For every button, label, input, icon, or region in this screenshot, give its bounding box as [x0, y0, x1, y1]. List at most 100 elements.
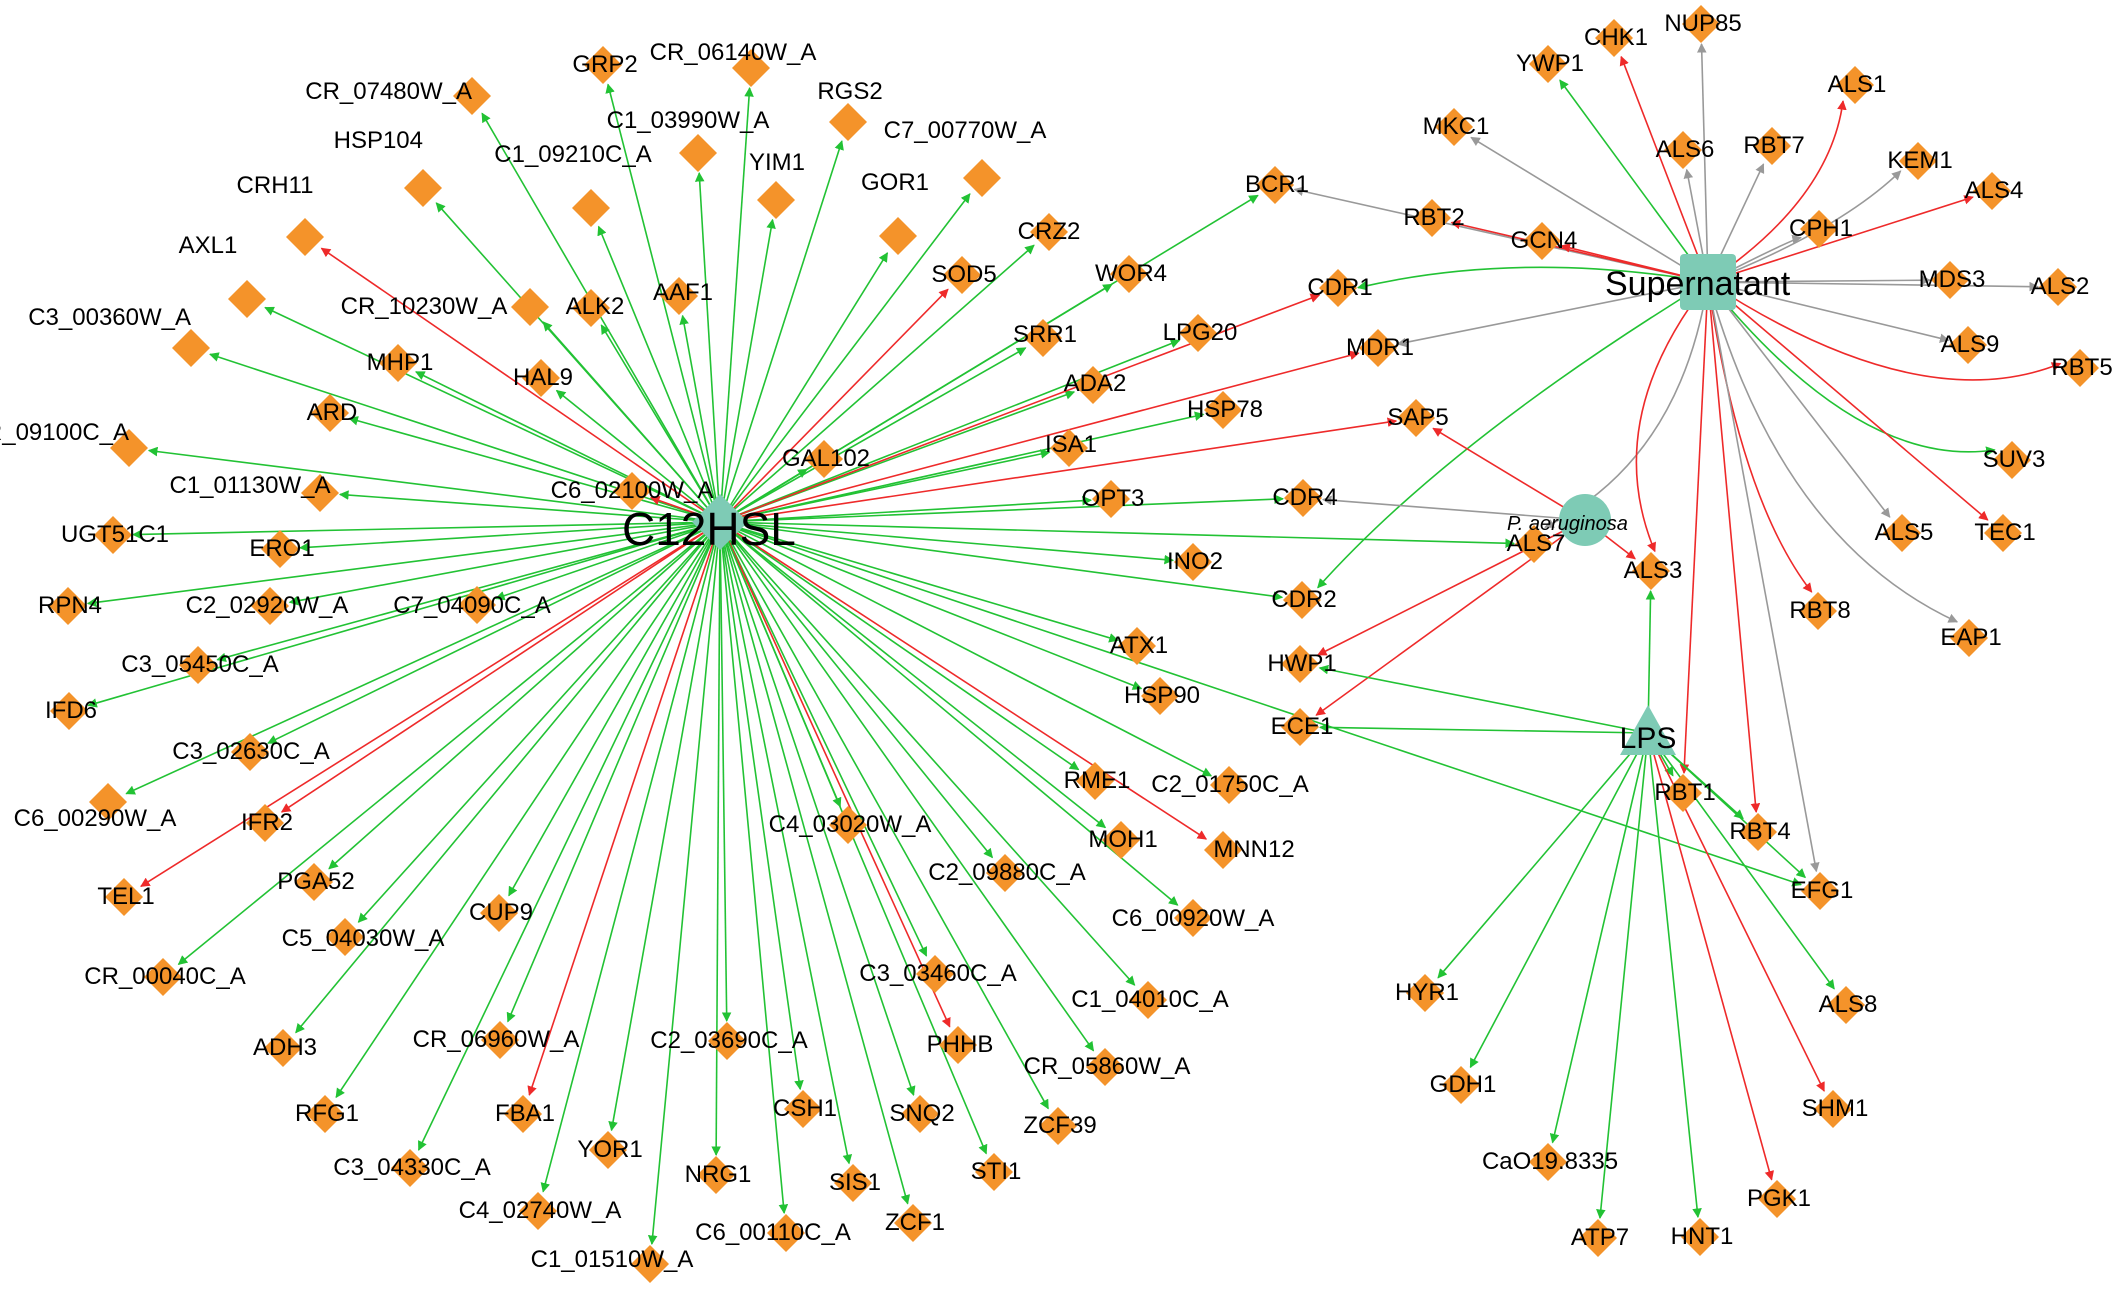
gene-node[interactable]: CDR4 [1272, 479, 1338, 517]
gene-node[interactable]: SAP5 [1387, 399, 1449, 437]
gene-node[interactable]: EAP1 [1940, 619, 2002, 657]
gene-node[interactable]: ATP7 [1571, 1219, 1629, 1257]
gene-node[interactable]: C3_00360W_A [28, 304, 210, 367]
gene-node[interactable]: YWP1 [1516, 45, 1584, 83]
gene-node[interactable]: RBT5 [2051, 349, 2113, 387]
gene-node[interactable]: EFG1 [1791, 872, 1854, 910]
gene-node[interactable]: C6_00110C_A [695, 1214, 851, 1252]
gene-node[interactable]: HYR1 [1395, 974, 1459, 1012]
gene-node[interactable]: FBA1 [495, 1095, 555, 1133]
gene-node[interactable]: C7_00770W_A [884, 117, 1047, 197]
gene-node[interactable]: GAL102 [782, 440, 870, 478]
gene-node[interactable]: ALS1 [1828, 66, 1887, 104]
gene-node[interactable]: GCN4 [1511, 222, 1578, 260]
gene-node[interactable]: CR_09100C_A [0, 419, 148, 467]
gene-node[interactable]: MNN12 [1204, 831, 1295, 869]
gene-node[interactable]: C1_04010C_A [1071, 981, 1229, 1019]
gene-node[interactable]: CDR2 [1271, 581, 1337, 619]
gene-node[interactable]: MDR1 [1346, 329, 1414, 367]
gene-node[interactable]: RBT7 [1743, 127, 1805, 165]
gene-node[interactable]: CR_00040C_A [84, 958, 246, 996]
gene-node[interactable]: RBT2 [1403, 199, 1465, 237]
gene-node[interactable]: SRR1 [1013, 319, 1077, 357]
gene-node[interactable]: C2_03690C_A [650, 1022, 808, 1060]
gene-node[interactable]: CRH11 [237, 172, 324, 256]
gene-node[interactable]: ZCF39 [1023, 1107, 1097, 1145]
gene-node[interactable]: ZCF1 [885, 1204, 945, 1242]
gene-node[interactable]: CDR1 [1307, 269, 1373, 307]
gene-node[interactable]: HAL9 [513, 359, 573, 397]
gene-node[interactable]: MKC1 [1423, 108, 1490, 146]
hub-lps[interactable]: LPS [1620, 705, 1677, 755]
gene-node[interactable]: C6_02100W_A [551, 472, 714, 510]
gene-node[interactable]: KEM1 [1887, 142, 1953, 180]
gene-node[interactable]: C3_03460C_A [859, 955, 1017, 993]
gene-node[interactable]: C1_01510W_A [531, 1245, 694, 1283]
gene-node[interactable]: MOH1 [1088, 821, 1158, 859]
gene-node[interactable]: WOR4 [1095, 255, 1167, 293]
gene-node[interactable]: RGS2 [817, 78, 883, 141]
gene-node[interactable]: RBT4 [1729, 813, 1791, 851]
gene-node[interactable]: ATX1 [1110, 627, 1168, 665]
gene-node[interactable]: C3_05450C_A [121, 646, 279, 684]
gene-node[interactable]: ADA2 [1064, 366, 1127, 404]
gene-node[interactable]: NUP85 [1664, 5, 1742, 43]
gene-node[interactable]: C2_02920W_A [186, 587, 349, 625]
gene-node[interactable]: MHP1 [367, 344, 434, 382]
gene-node[interactable]: ISA1 [1045, 429, 1097, 467]
gene-node[interactable]: RBT1 [1654, 774, 1716, 812]
gene-node[interactable]: ALS8 [1819, 986, 1878, 1024]
gene-node[interactable]: IFR2 [241, 804, 293, 842]
gene-node[interactable]: TEL1 [97, 878, 155, 916]
gene-node[interactable]: ALS5 [1875, 514, 1934, 552]
gene-node[interactable]: CUP9 [469, 894, 533, 932]
gene-node[interactable]: CaO19.8335 [1482, 1143, 1618, 1181]
gene-node[interactable]: C7_04090C_A [393, 586, 551, 624]
hub-sup[interactable]: Supernatant [1605, 254, 1791, 310]
gene-node[interactable]: SIS1 [829, 1164, 881, 1202]
gene-node[interactable]: AXL1 [179, 232, 266, 318]
gene-node[interactable]: LPG20 [1163, 314, 1238, 352]
gene-node[interactable]: RME1 [1064, 762, 1131, 800]
gene-node[interactable]: MDS3 [1919, 261, 1986, 299]
gene-node[interactable]: ALK2 [566, 289, 625, 327]
gene-node[interactable]: C3_02630C_A [172, 733, 330, 771]
gene-node[interactable]: C2_09880C_A [928, 854, 1086, 892]
hub-pa[interactable]: P. aeruginosa [1507, 494, 1628, 546]
gene-node[interactable]: HWP1 [1267, 645, 1337, 683]
gene-node[interactable]: ECE1 [1271, 708, 1334, 746]
gene-node[interactable]: YOR1 [577, 1131, 643, 1169]
gene-node[interactable]: C6_00290W_A [14, 783, 177, 832]
gene-node[interactable]: ALS9 [1941, 326, 2000, 364]
gene-node[interactable]: INO2 [1167, 543, 1223, 581]
gene-node[interactable]: ARD [307, 394, 358, 432]
gene-node[interactable]: CHK1 [1584, 19, 1648, 57]
gene-node[interactable]: GOR1 [861, 169, 929, 255]
gene-node[interactable]: CR_07480W_A [305, 77, 491, 115]
gene-node[interactable]: RPN4 [38, 587, 102, 625]
gene-node[interactable]: ALS7 [1507, 525, 1566, 563]
gene-node[interactable]: RBT8 [1789, 592, 1851, 630]
gene-node[interactable]: CR_06140W_A [650, 39, 817, 87]
gene-node[interactable]: YIM1 [749, 149, 805, 219]
gene-node[interactable]: C4_02740W_A [459, 1192, 622, 1230]
gene-node[interactable]: ALS2 [2031, 268, 2090, 306]
gene-node[interactable]: SHM1 [1802, 1090, 1869, 1128]
hub-c12[interactable]: C12HSL [622, 494, 796, 555]
gene-node[interactable]: C1_09210C_A [494, 141, 652, 227]
gene-node[interactable]: C1_01130W_A [170, 472, 340, 512]
gene-node[interactable]: SNQ2 [889, 1095, 955, 1133]
gene-node[interactable]: ALS3 [1624, 552, 1683, 590]
gene-node[interactable]: C4_03020W_A [769, 806, 932, 844]
gene-node[interactable]: PHHB [927, 1026, 994, 1064]
gene-node[interactable]: UGT51C1 [61, 516, 169, 554]
gene-node[interactable]: HSP90 [1124, 677, 1200, 715]
gene-node[interactable]: OPT3 [1082, 480, 1145, 518]
gene-node[interactable]: SUV3 [1983, 441, 2046, 479]
gene-node[interactable]: TEC1 [1974, 514, 2036, 552]
gene-node[interactable]: HSP104 [334, 127, 442, 207]
gene-node[interactable]: IFD6 [45, 692, 97, 730]
gene-node[interactable]: GRP2 [572, 46, 638, 84]
gene-node[interactable]: CR_06960W_A [413, 1021, 580, 1059]
gene-node[interactable]: RFG1 [295, 1095, 359, 1133]
